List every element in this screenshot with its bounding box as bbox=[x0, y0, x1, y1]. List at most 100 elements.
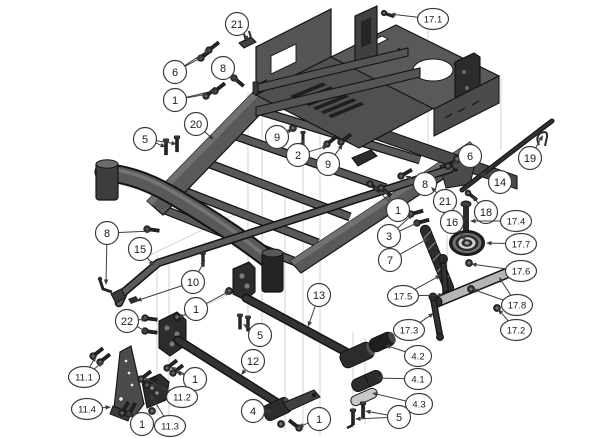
frame-rail-left-highlight bbox=[147, 84, 266, 205]
leader-arrowhead bbox=[365, 409, 371, 415]
balloon-circle bbox=[386, 404, 412, 430]
callout-15: 15 bbox=[127, 236, 154, 266]
balloon-number: 11.4 bbox=[78, 404, 96, 415]
left-spindle-top bbox=[95, 159, 119, 169]
callout-6: 6 bbox=[162, 49, 210, 85]
balloon-number: 4.3 bbox=[412, 399, 425, 410]
leader-line bbox=[174, 368, 185, 375]
callout-1: 1 bbox=[373, 186, 411, 223]
frame-bracket bbox=[351, 149, 378, 167]
leader-arrowhead bbox=[486, 240, 492, 246]
callout-20: 20 bbox=[183, 111, 214, 140]
leader-line bbox=[458, 230, 464, 237]
callout-22: 22 bbox=[114, 308, 147, 334]
callout-17.2: 17.2 bbox=[498, 309, 533, 342]
clamp-4-1 bbox=[351, 369, 383, 393]
leader-line bbox=[390, 346, 406, 353]
leader-arrowhead bbox=[472, 288, 478, 293]
balloon-number: 7 bbox=[387, 255, 393, 267]
callout-4: 4 bbox=[240, 398, 272, 424]
callout-2: 2 bbox=[285, 139, 328, 168]
link-17-3 bbox=[431, 296, 442, 338]
leader-arrowhead bbox=[376, 375, 382, 381]
callout-21: 21 bbox=[431, 187, 458, 214]
leader-line bbox=[376, 189, 391, 203]
balloon-circle bbox=[114, 308, 140, 334]
balloon-number: 17.7 bbox=[512, 239, 531, 250]
pivot-bracket-left bbox=[158, 311, 187, 357]
deck-front-bar-lower bbox=[255, 67, 421, 117]
elbow-pin bbox=[98, 279, 113, 294]
leader-arrowhead bbox=[202, 92, 208, 98]
balloon-number: 1 bbox=[192, 374, 198, 386]
balloon-number: 9 bbox=[274, 132, 280, 144]
leader-line bbox=[381, 377, 405, 380]
balloon-circle bbox=[386, 284, 420, 308]
leader-line bbox=[395, 14, 418, 18]
leader-arrowhead bbox=[385, 344, 391, 349]
leader-line bbox=[186, 90, 212, 98]
leader-arrowhead bbox=[244, 35, 249, 41]
leader-line bbox=[399, 240, 425, 255]
leader-line bbox=[360, 417, 388, 420]
balloon-circle bbox=[94, 220, 120, 246]
balloon-circle bbox=[517, 145, 543, 171]
balloon-number: 4 bbox=[250, 406, 256, 418]
leader-arrowhead bbox=[196, 57, 202, 62]
lift-bar-foot bbox=[110, 288, 127, 304]
balloon-circle bbox=[247, 322, 273, 348]
leader-arrowhead bbox=[460, 235, 466, 241]
leader-arrowhead bbox=[176, 371, 182, 376]
balloon-number: 8 bbox=[422, 179, 428, 191]
callout-17.3: 17.3 bbox=[392, 313, 434, 342]
leader-arrowhead bbox=[413, 222, 419, 227]
balloon-circle bbox=[264, 124, 290, 150]
balloon-number: 17.3 bbox=[400, 325, 419, 336]
callout-3: 3 bbox=[376, 214, 419, 249]
leader-line bbox=[477, 290, 504, 301]
idler-pulley-17-7 bbox=[449, 230, 485, 256]
balloon-number: 4.2 bbox=[411, 351, 424, 362]
leader-line bbox=[476, 264, 506, 270]
leader-arrowhead bbox=[407, 214, 413, 220]
balloon-circle bbox=[403, 367, 433, 391]
balloon-number: 13 bbox=[313, 290, 325, 302]
sleeve-4-2 bbox=[368, 331, 396, 353]
leader-line bbox=[399, 223, 415, 232]
leader-line bbox=[93, 365, 99, 370]
leader-line bbox=[155, 142, 162, 146]
balloon-circle bbox=[153, 414, 187, 438]
callout-5: 5 bbox=[132, 126, 177, 152]
balloon-number: 11.3 bbox=[161, 421, 179, 432]
bar-end-plate bbox=[252, 81, 259, 95]
callout-17.5: 17.5 bbox=[386, 275, 444, 308]
balloon-circle bbox=[487, 169, 513, 195]
deck-channel-slot bbox=[361, 17, 371, 48]
balloon-number: 21 bbox=[439, 196, 451, 208]
balloon-circle bbox=[162, 59, 188, 85]
balloon-circle bbox=[165, 385, 199, 409]
pulley-bolt-17-4 bbox=[463, 204, 469, 233]
callout-5: 5 bbox=[355, 404, 412, 430]
leader-line bbox=[302, 422, 309, 426]
leader-arrowhead bbox=[307, 321, 312, 327]
leader-line bbox=[377, 393, 407, 402]
leader-arrowhead bbox=[170, 367, 176, 372]
leader-arrowhead bbox=[211, 89, 217, 94]
hub-arm-hole bbox=[312, 393, 316, 397]
callout-1: 1 bbox=[125, 411, 155, 437]
right-spindle-post bbox=[261, 251, 284, 293]
spring-clip-19 bbox=[536, 131, 549, 147]
leader-arrowhead bbox=[105, 405, 111, 410]
leader-line bbox=[308, 147, 323, 153]
leader-arrowhead bbox=[141, 327, 147, 332]
leader-line bbox=[370, 411, 388, 416]
balloon-number: 6 bbox=[172, 67, 178, 79]
callout-1: 1 bbox=[162, 87, 217, 113]
callout-9: 9 bbox=[315, 144, 343, 177]
balloon-number: 1 bbox=[395, 205, 401, 217]
leader-line bbox=[146, 257, 151, 263]
balloon-number: 15 bbox=[134, 244, 146, 256]
